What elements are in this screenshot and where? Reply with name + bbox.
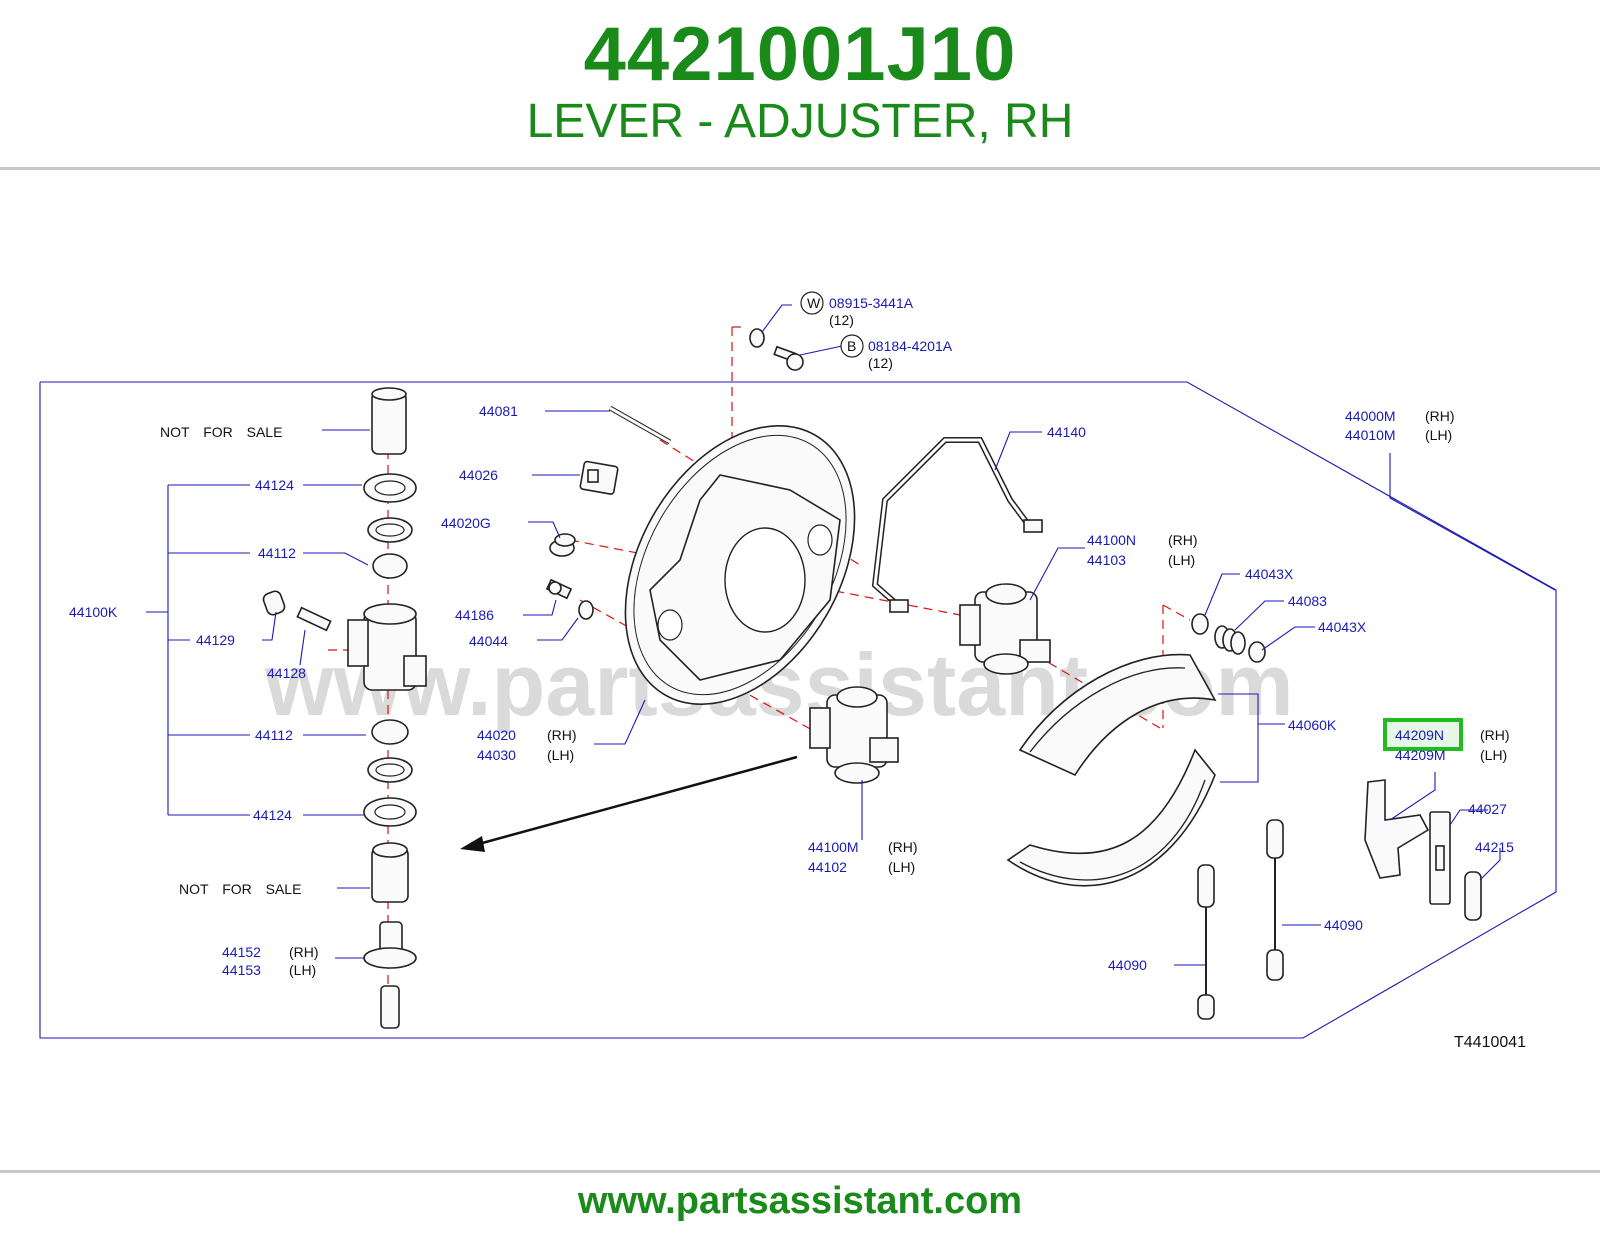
label-44100N[interactable]: 44100N xyxy=(1087,532,1136,548)
highlight-box-44209N xyxy=(1383,718,1463,751)
label-44030-lh: (LH) xyxy=(547,747,574,763)
label-44102[interactable]: 44102 xyxy=(808,859,847,875)
bleeder-44128 xyxy=(296,606,332,632)
label-44100M[interactable]: 44100M xyxy=(808,839,859,855)
brake-pipe-44140 xyxy=(871,437,1043,613)
b-marker: B xyxy=(847,338,856,354)
label-44153-lh: (LH) xyxy=(289,962,316,978)
plug-44020G xyxy=(549,533,576,557)
label-44043X-lower[interactable]: 44043X xyxy=(1318,619,1367,635)
label-44103-lh: (LH) xyxy=(1168,552,1195,568)
label-44124-lower[interactable]: 44124 xyxy=(253,807,292,823)
label-44000M-rh: (RH) xyxy=(1425,408,1455,424)
bleeder-44186 xyxy=(545,578,573,600)
assembly-outline xyxy=(39,381,1557,1039)
label-44209M[interactable]: 44209M xyxy=(1395,747,1446,763)
washer-08915 xyxy=(749,328,765,348)
spring-44083 xyxy=(1214,625,1246,655)
wheel-cylinder-44100N xyxy=(959,583,1051,675)
label-44215[interactable]: 44215 xyxy=(1475,839,1514,855)
explode-arrow xyxy=(460,755,798,852)
label-44090-left[interactable]: 44090 xyxy=(1108,957,1147,973)
spring-44215 xyxy=(1464,871,1482,921)
spring-44090-left xyxy=(1197,864,1215,1020)
label-44209N[interactable]: 44209N xyxy=(1395,727,1444,743)
label-44128[interactable]: 44128 xyxy=(267,665,306,681)
label-44027[interactable]: 44027 xyxy=(1468,801,1507,817)
label-44030[interactable]: 44030 xyxy=(477,747,516,763)
label-44020G[interactable]: 44020G xyxy=(441,515,491,531)
footer-url-link[interactable]: www.partsassistant.com xyxy=(577,1180,1023,1222)
label-44083[interactable]: 44083 xyxy=(1288,593,1327,609)
label-44129[interactable]: 44129 xyxy=(196,632,235,648)
label-44140[interactable]: 44140 xyxy=(1047,424,1086,440)
label-44043X-upper[interactable]: 44043X xyxy=(1245,566,1294,582)
bracket-44027 xyxy=(1429,811,1451,905)
cap-44129 xyxy=(262,590,286,616)
label-44100K[interactable]: 44100K xyxy=(69,604,118,620)
bolt-08184 xyxy=(773,345,804,371)
label-44186[interactable]: 44186 xyxy=(455,607,494,623)
page-header: 4421001J10 LEVER - ADJUSTER, RH xyxy=(0,0,1600,168)
left-cylinder-stack xyxy=(347,387,427,1029)
label-qty-b: (12) xyxy=(868,355,893,371)
brake-shoe-lower xyxy=(1006,748,1216,887)
label-not-for-sale-bottom: NOT FOR SALE xyxy=(179,881,301,897)
label-44010M-lh: (LH) xyxy=(1425,427,1452,443)
label-44209N-rh: (RH) xyxy=(1480,727,1510,743)
label-44152[interactable]: 44152 xyxy=(222,944,261,960)
label-44044[interactable]: 44044 xyxy=(469,633,508,649)
label-08915-3441A[interactable]: 08915-3441A xyxy=(829,295,914,311)
label-44060K[interactable]: 44060K xyxy=(1288,717,1337,733)
block-44026 xyxy=(579,460,619,495)
label-44152-rh: (RH) xyxy=(289,944,319,960)
label-44010M[interactable]: 44010M xyxy=(1345,427,1396,443)
label-44112-upper[interactable]: 44112 xyxy=(258,545,296,561)
leader-lines xyxy=(146,304,1556,966)
label-qty-w: (12) xyxy=(829,312,854,328)
label-44090-right[interactable]: 44090 xyxy=(1324,917,1363,933)
washer-44043X-lower xyxy=(1248,641,1266,663)
label-44026[interactable]: 44026 xyxy=(459,467,498,483)
label-44100M-rh: (RH) xyxy=(888,839,918,855)
label-44020[interactable]: 44020 xyxy=(477,727,516,743)
part-description: LEVER - ADJUSTER, RH xyxy=(526,95,1074,148)
footer-divider xyxy=(0,1170,1600,1173)
w-marker-circle xyxy=(800,291,824,315)
label-44209M-lh: (LH) xyxy=(1480,747,1507,763)
part-number-title: 4421001J10 xyxy=(583,12,1017,97)
figure-code: T4410041 xyxy=(1454,1034,1526,1051)
label-44103[interactable]: 44103 xyxy=(1087,552,1126,568)
header-divider xyxy=(0,167,1600,170)
label-44102-lh: (LH) xyxy=(888,859,915,875)
backing-plate xyxy=(624,425,856,705)
spring-44090-right xyxy=(1266,819,1284,981)
b-marker-circle xyxy=(840,334,864,358)
label-44000M[interactable]: 44000M xyxy=(1345,408,1396,424)
brake-shoe-upper xyxy=(1018,653,1217,777)
part-labels: 08915-3441A (12) 08184-4201A (12) 44081 … xyxy=(69,295,1526,1051)
bolt-44081 xyxy=(608,405,672,445)
label-44081[interactable]: 44081 xyxy=(479,403,518,419)
washer-44043X-upper xyxy=(1191,613,1209,635)
w-marker: W xyxy=(807,295,821,311)
label-44153[interactable]: 44153 xyxy=(222,962,261,978)
wheel-cylinder-44100M xyxy=(809,686,899,784)
label-not-for-sale-top: NOT FOR SALE xyxy=(160,424,282,440)
washer-44044 xyxy=(578,600,594,620)
label-44100N-rh: (RH) xyxy=(1168,532,1198,548)
label-08184-4201A[interactable]: 08184-4201A xyxy=(868,338,953,354)
label-44124-upper[interactable]: 44124 xyxy=(255,477,294,493)
adjuster-lever-44209N xyxy=(1364,779,1430,879)
label-44112-lower[interactable]: 44112 xyxy=(255,727,293,743)
label-44020-rh: (RH) xyxy=(547,727,577,743)
